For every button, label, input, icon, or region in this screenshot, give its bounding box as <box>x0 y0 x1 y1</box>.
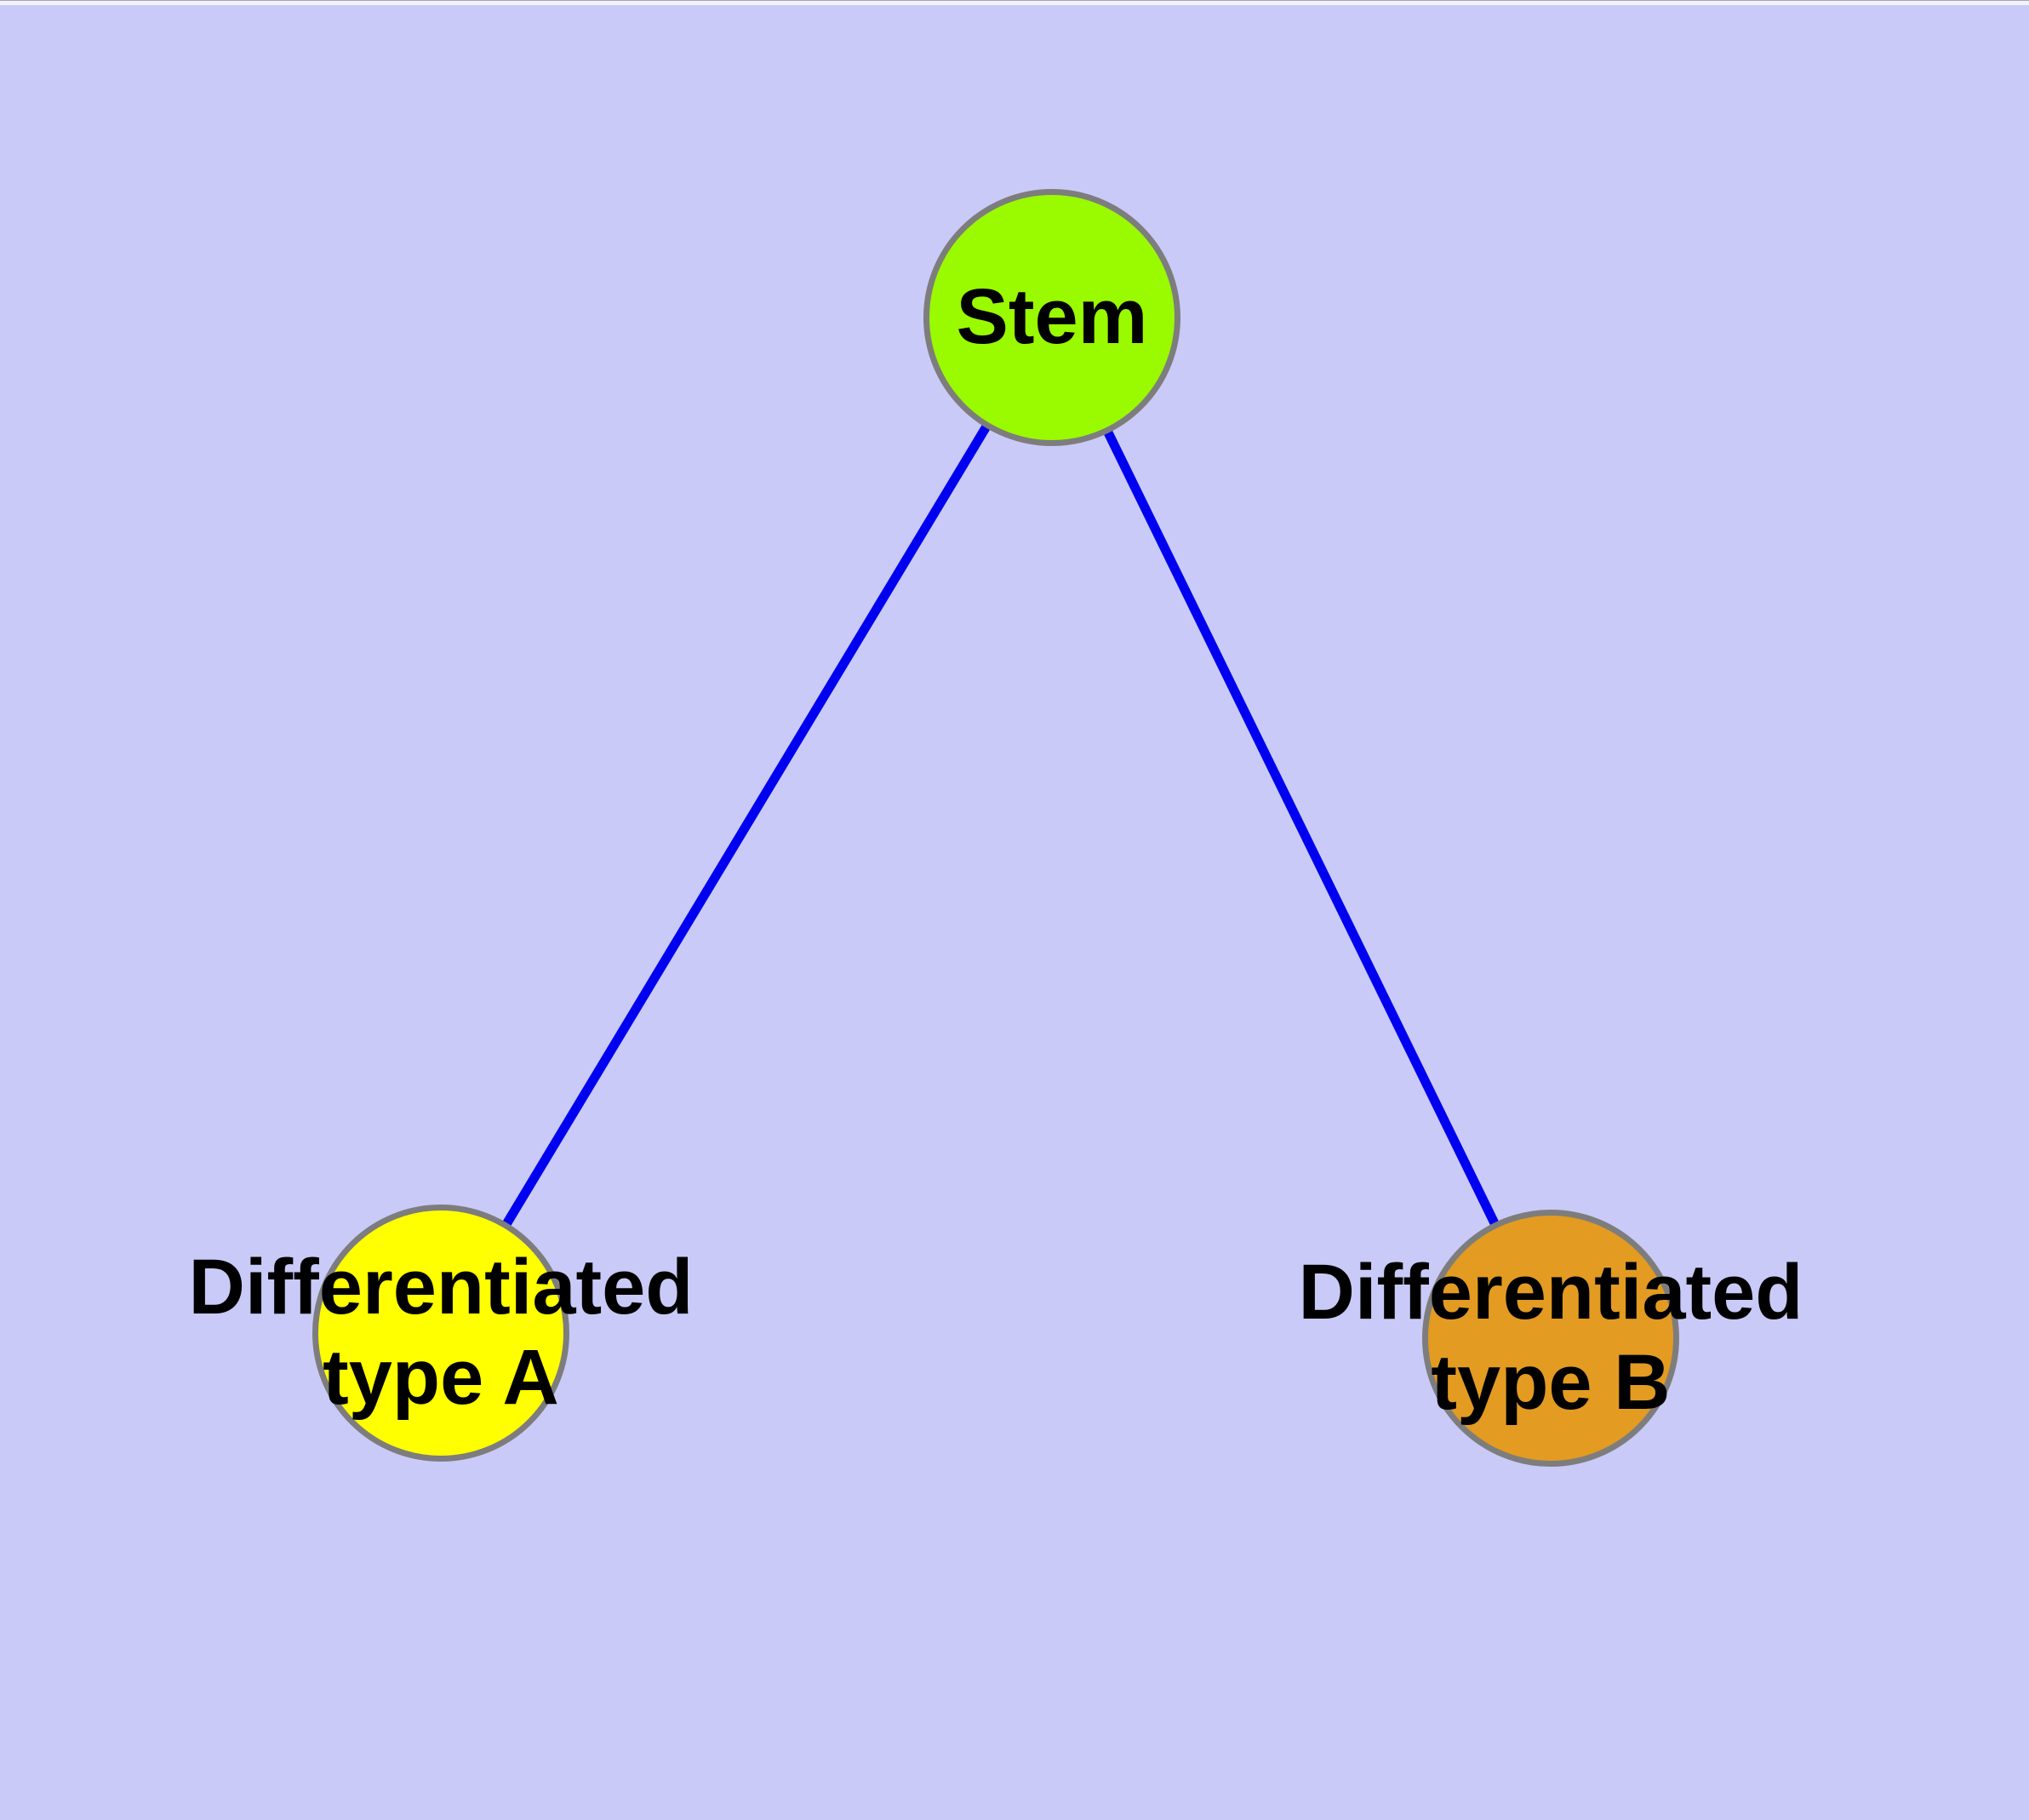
node-differentiated-type-a-label-line: type A <box>323 1334 559 1421</box>
node-stem-label: Stem <box>957 272 1148 363</box>
node-differentiated-type-b <box>1422 1210 1679 1467</box>
edge-stem-to-differentiated-type-b <box>1048 315 1555 1341</box>
node-differentiated-type-a-label-line: Differentiated <box>188 1244 694 1331</box>
node-differentiated-type-b-label-line: Differentiated <box>1298 1249 1803 1336</box>
edge-stem-to-differentiated-type-a <box>437 315 1056 1336</box>
node-stem-label-line: Stem <box>956 273 1148 361</box>
node-differentiated-type-b-label-line: type B <box>1431 1339 1671 1426</box>
window-top-strip <box>0 0 2029 5</box>
node-differentiated-type-a <box>312 1205 569 1462</box>
node-stem <box>923 189 1180 446</box>
